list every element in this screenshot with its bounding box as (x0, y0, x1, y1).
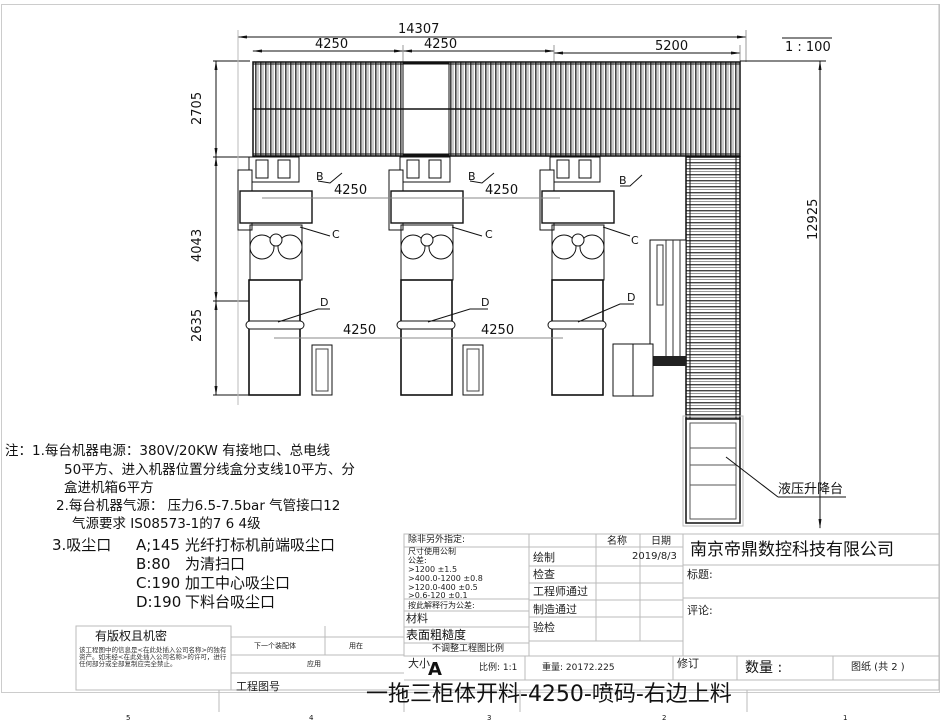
dust-port-a-desc: 光纤打标机前端吸尘口 (185, 536, 336, 554)
dust-port-b-desc: 为清扫口 (185, 555, 246, 573)
left-dimension-4043: 4043 (190, 228, 205, 262)
zone-1: 1 (843, 714, 848, 722)
tolerance-row-1: >1200 ±1.5 (408, 565, 458, 574)
right-dimension-12925: 12925 (806, 198, 821, 240)
sign-row-manufacturing: 制造通过 (533, 603, 577, 616)
callout-c-1: C (332, 228, 340, 241)
machine-spacing-lower-2: 4250 (481, 323, 515, 338)
callout-b-3: B (619, 174, 627, 187)
copyright-text: 该工程图中的信息是<在此处插入公司名称>的独有资产。如未经<在此处插入公司名称>… (79, 646, 227, 668)
tolerance-label: 公差: (408, 556, 427, 565)
dust-port-a-code: A;145 (136, 536, 180, 554)
note-line-1: 1.每台机器电源：380V/20KW 有接地口、总电线 (32, 443, 331, 459)
size-value: A (428, 659, 442, 680)
hydraulic-lift-label: 液压升降台 (778, 482, 844, 497)
note-line-3: 盒进机箱6平方 (64, 480, 154, 496)
zone-5: 5 (126, 714, 131, 722)
machine-1 (237, 156, 333, 396)
tolerance-row-2: >400.0-1200 ±0.8 (408, 574, 483, 583)
zone-2: 2 (662, 714, 667, 722)
sign-row-checked: 检查 (533, 568, 555, 581)
scale-ratio-label: 比例: 1:1 (479, 663, 518, 673)
zone-4: 4 (309, 714, 314, 722)
machine-spacing-upper-2: 4250 (485, 183, 519, 198)
comment-label: 评论: (687, 604, 713, 617)
scale-label: 1 : 100 (785, 40, 831, 55)
no-scale-label: 不调整工程图比例 (432, 644, 505, 654)
sign-row-engineer: 工程师通过 (533, 585, 588, 598)
dust-port-b-code: B:80 (136, 555, 171, 573)
dust-port-c-code: C:190 (136, 574, 181, 592)
callout-d-3: D (627, 291, 636, 304)
callout-d-2: D (481, 296, 490, 309)
notes-prefix: 注： (5, 443, 32, 459)
tolerance-interpret: 按此解释行为公差: (408, 601, 475, 610)
machine-spacing-upper-1: 4250 (334, 183, 368, 198)
sign-row-qa: 验检 (533, 621, 555, 634)
callout-c-2: C (485, 228, 493, 241)
zone-3: 3 (487, 714, 492, 722)
application-label: 应用 (307, 660, 321, 668)
tolerance-header: 除非另外指定: (408, 535, 466, 545)
size-label: 大小 (408, 657, 430, 670)
weight-label: 重量: 20172.225 (542, 663, 615, 673)
callout-c-3: C (631, 234, 639, 247)
sheet-label: 图纸 (共 2 ) (851, 662, 905, 673)
machine-2 (388, 156, 484, 396)
revision-label: 修订 (677, 657, 699, 670)
sign-header-name: 名称 (607, 536, 627, 547)
drawing-number-label: 工程图号 (236, 680, 280, 693)
quantity-label: 数量 : (745, 660, 783, 676)
surface-roughness-label: 表面粗糙度 (406, 628, 467, 642)
note-line-4: 2.每台机器气源： 压力6.5-7.5bar 气管接口12 (56, 498, 341, 514)
dust-port-c-desc: 加工中心吸尘口 (185, 574, 291, 592)
dust-port-d-desc: 下料台吸尘口 (185, 593, 276, 611)
overall-width-dimension: 14307 (398, 22, 440, 37)
callout-d-1: D (320, 296, 329, 309)
tolerance-row-3: >120.0-400 ±0.5 (408, 583, 478, 592)
title-label: 标题: (687, 568, 713, 581)
top-dimension-2: 4250 (424, 37, 458, 52)
drawing-title: 一拖三柜体开料-4250-喷码-右边上料 (366, 682, 732, 707)
callout-b-1: B (316, 170, 324, 183)
note-line-5: 气源要求 IS08573-1的7 6 4级 (72, 516, 261, 532)
tolerance-row-4: >0.6-120 ±0.1 (408, 591, 468, 600)
dust-ports-title: 3.吸尘口 (52, 536, 112, 554)
dust-port-d-code: D:190 (136, 593, 182, 611)
machine-3 (539, 156, 654, 397)
company-name: 南京帝鼎数控科技有限公司 (690, 540, 894, 560)
top-dimension-1: 4250 (315, 37, 349, 52)
top-dimension-3: 5200 (655, 39, 689, 54)
callout-b-2: B (468, 170, 476, 183)
note-line-2: 50平方、进入机器位置分线盒分支线10平方、分 (64, 462, 355, 478)
used-on-label: 用在 (349, 642, 363, 650)
machine-spacing-lower-1: 4250 (343, 323, 377, 338)
material-label: 材料 (406, 612, 428, 625)
sign-header-date: 日期 (651, 536, 671, 547)
copyright-title: 有版权且机密 (95, 629, 168, 643)
tolerance-unit: 尺寸使用公制 (408, 547, 456, 556)
sign-row-drawn: 绘制 (533, 551, 555, 564)
sign-row-drawn-date: 2019/8/3 (632, 551, 677, 562)
left-dimension-2705: 2705 (190, 91, 205, 125)
next-assembly-label: 下一个装配体 (254, 642, 296, 650)
left-dimension-2635: 2635 (190, 308, 205, 342)
